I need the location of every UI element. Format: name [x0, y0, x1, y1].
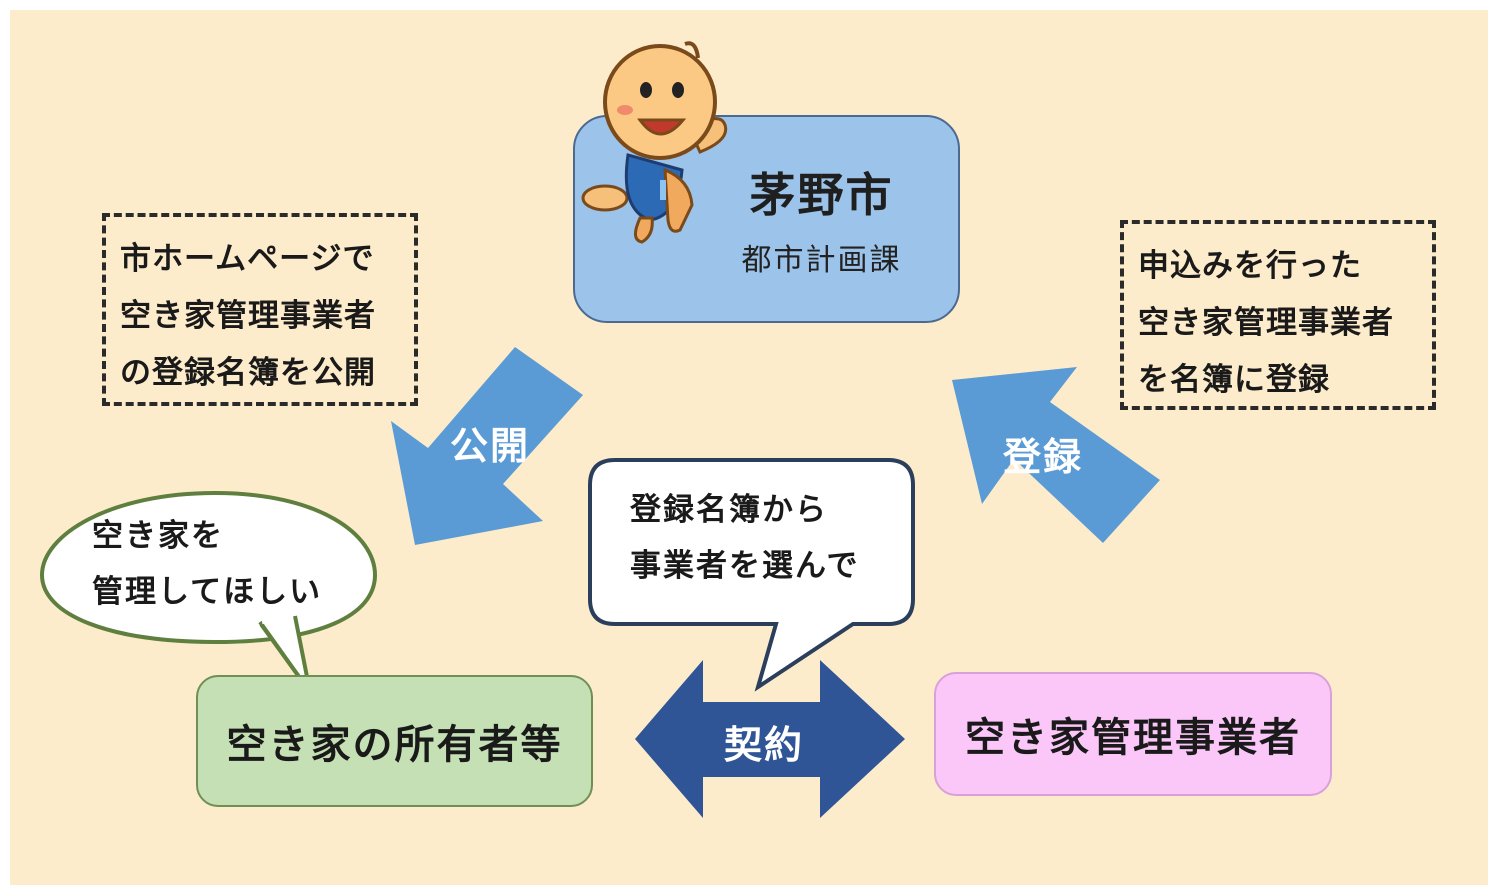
city-department: 都市計画課	[741, 243, 902, 278]
diagram-shapes	[39, 347, 1160, 818]
publish-note-line: の登録名簿を公開	[120, 355, 376, 391]
publish-note: 市ホームページで 空き家管理事業者 の登録名簿を公開	[102, 213, 418, 406]
mascot-character-icon	[581, 41, 728, 244]
choose-bubble-line: 事業者を選んで	[630, 548, 860, 584]
publish-arrow-label: 公開	[450, 424, 531, 468]
register-note: 申込みを行った 空き家管理事業者 を名簿に登録	[1120, 220, 1436, 410]
publish-arrow	[391, 347, 583, 545]
choose-bubble-line: 登録名簿から	[630, 492, 828, 528]
manager-box: 空き家管理事業者	[934, 672, 1332, 796]
owner-bubble-text: 空き家を 管理してほしい	[92, 508, 322, 620]
publish-note-line: 空き家管理事業者	[120, 298, 376, 334]
owner-box: 空き家の所有者等	[196, 675, 593, 807]
city-title: 茅野市	[749, 168, 894, 222]
owner-bubble-line: 空き家を	[92, 518, 224, 554]
contract-arrow-label: 契約	[724, 723, 805, 767]
register-arrow-label: 登録	[1003, 435, 1084, 479]
choose-bubble-text: 登録名簿から 事業者を選んで	[630, 482, 859, 594]
register-note-line: を名簿に登録	[1138, 362, 1330, 398]
publish-note-line: 市ホームページで	[120, 241, 375, 277]
register-note-line: 申込みを行った	[1138, 248, 1362, 284]
owner-bubble-line: 管理してほしい	[92, 574, 323, 610]
owner-label: 空き家の所有者等	[226, 722, 563, 768]
contract-arrow	[635, 660, 905, 818]
choose-speech-bubble	[588, 458, 915, 692]
register-arrow	[952, 367, 1160, 543]
diagram-canvas: 市ホームページで 空き家管理事業者 の登録名簿を公開 申込みを行った 空き家管理…	[10, 10, 1488, 885]
register-note-line: 空き家管理事業者	[1138, 305, 1394, 341]
manager-label: 空き家管理事業者	[965, 715, 1301, 761]
